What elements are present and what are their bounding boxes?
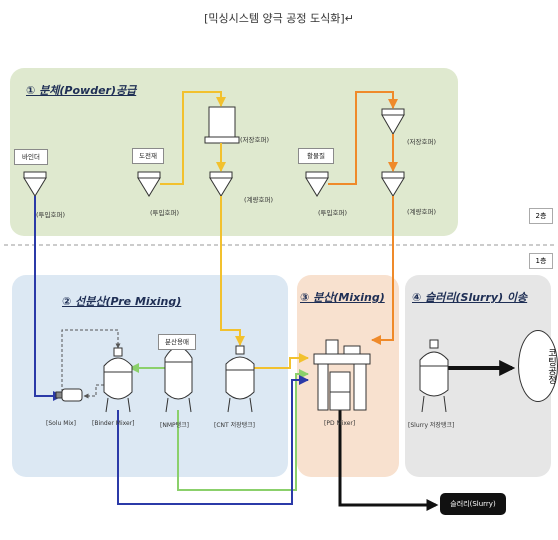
pd-mixer-label: [PD Mixer] bbox=[324, 420, 356, 427]
cnt-tank-vessel bbox=[225, 345, 255, 413]
binder-input-hopper bbox=[23, 171, 47, 197]
premix-section-title: ② 선분산(Pre Mixing) bbox=[62, 295, 182, 308]
dispersion-solvent-box: 분산용매 bbox=[158, 334, 196, 350]
slurry-zone bbox=[405, 275, 551, 477]
powder-zone bbox=[10, 68, 458, 236]
binder-return-line bbox=[83, 384, 104, 399]
diagram-title: [믹싱시스템 양극 공정 도식화]↵ bbox=[204, 12, 354, 25]
conductor-storage-hopper bbox=[204, 106, 240, 144]
conductor-weigh-tag: (계량호퍼) bbox=[244, 196, 273, 204]
mixing-section-title: ③ 분산(Mixing) bbox=[300, 291, 385, 304]
active-label: 활물질 bbox=[298, 148, 334, 164]
powder-section-title: ① 분체(Powder)공급 bbox=[26, 84, 137, 97]
active-weigh-hopper bbox=[381, 171, 405, 197]
solu-mix-label: [Solu Mix] bbox=[46, 420, 76, 427]
cnt-tank-label: [CNT 저장탱크] bbox=[214, 422, 256, 429]
conductor-weigh-hopper bbox=[209, 171, 233, 197]
coating-process-label: 코팅공정 bbox=[546, 348, 556, 384]
binder-mixer-label: [Binder Mixer] bbox=[92, 420, 135, 427]
binder-feed-line bbox=[34, 196, 63, 401]
conductor-input-hopper bbox=[137, 171, 161, 197]
active-input-tag: (투입호퍼) bbox=[318, 209, 347, 217]
solu-recirc-line bbox=[61, 329, 121, 392]
active-storage-tag: (저장호퍼) bbox=[407, 138, 436, 146]
floor-2-label: 2층 bbox=[529, 208, 553, 224]
binder-hopper-tag: (투입호퍼) bbox=[36, 211, 65, 219]
nmp-tank-label: [NMP탱크] bbox=[160, 422, 190, 429]
conductor-transfer-line bbox=[160, 91, 226, 185]
binder-label: 바인더 bbox=[14, 149, 48, 165]
binder-mixer-vessel bbox=[103, 347, 133, 413]
slurry-section-title: ④ 슬러리(Slurry) 이송 bbox=[412, 291, 528, 304]
cnt-pd-line bbox=[254, 353, 309, 369]
active-storage-hopper bbox=[381, 108, 405, 135]
slurry-tank-vessel bbox=[419, 339, 449, 413]
solu-mix-unit bbox=[55, 388, 83, 402]
slurry-tank-label: [Slurry 저장탱크] bbox=[408, 422, 455, 429]
coating-process-oval: 코팅공정 bbox=[518, 330, 558, 402]
nmp-pd-line bbox=[177, 369, 309, 491]
binder-pd-line bbox=[117, 375, 309, 505]
active-weigh-tag: (계량호퍼) bbox=[407, 208, 436, 216]
active-input-hopper bbox=[305, 171, 329, 197]
premix-zone bbox=[12, 275, 288, 477]
conductor-input-tag: (투입호퍼) bbox=[150, 209, 179, 217]
conductor-label: 도전재 bbox=[132, 148, 164, 164]
active-pd-line bbox=[371, 196, 394, 345]
pd-mixer-machine bbox=[313, 339, 371, 411]
active-transfer-line bbox=[328, 91, 398, 185]
floor-1-label: 1층 bbox=[529, 253, 553, 269]
slurry-output-box: 슬러리(Slurry) bbox=[440, 493, 506, 515]
conductor-storage-tag: (저장호퍼) bbox=[240, 136, 269, 144]
conductor-cnt-line bbox=[220, 196, 245, 346]
pd-slurry-line bbox=[338, 410, 439, 511]
